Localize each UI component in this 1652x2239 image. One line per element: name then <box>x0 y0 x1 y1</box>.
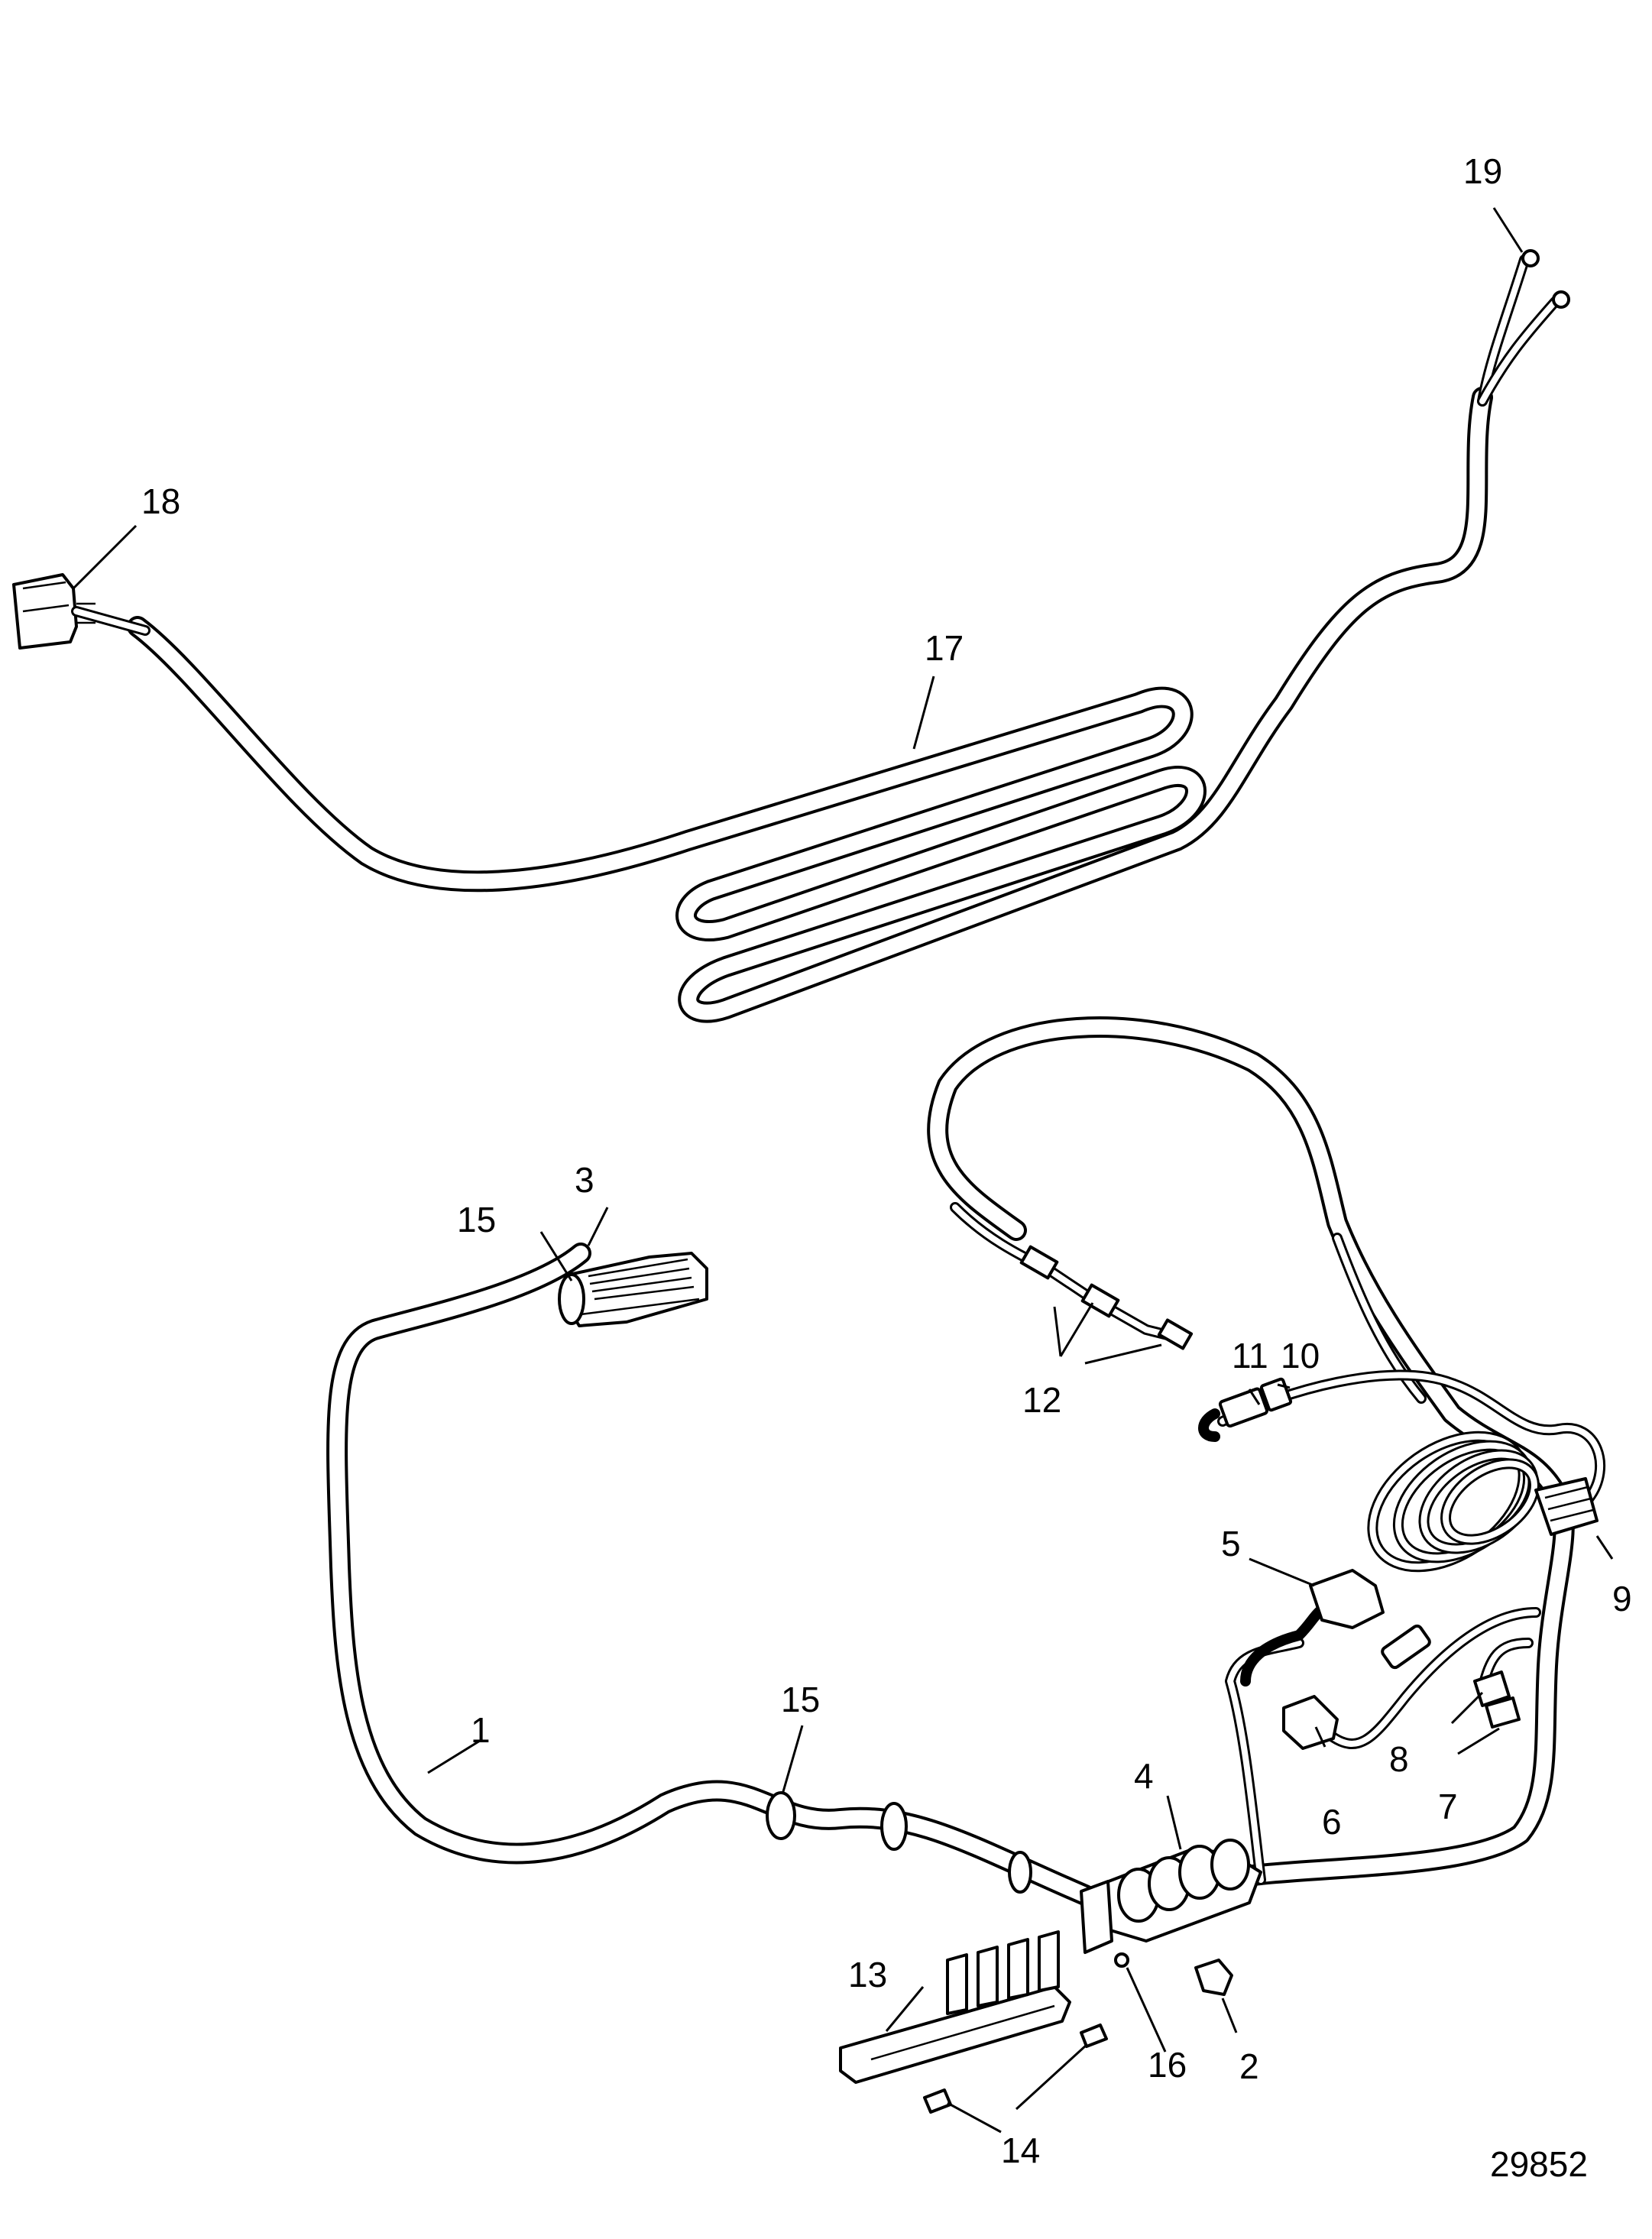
callout-7: 7 <box>1438 1787 1458 1826</box>
upper-harness-cable <box>127 387 1493 1023</box>
screw-16 <box>1114 1952 1129 1968</box>
callout-10: 10 <box>1281 1336 1320 1375</box>
callout-19: 19 <box>1463 151 1502 191</box>
screw-14 <box>923 2024 1108 2114</box>
retaining-ring <box>558 1273 585 1325</box>
callout-14: 14 <box>1001 2130 1040 2170</box>
callout-13: 13 <box>848 1955 887 1994</box>
callout-9: 9 <box>1612 1579 1632 1618</box>
inline-fuse-holder <box>1381 1624 1431 1670</box>
callout-18: 18 <box>141 481 180 521</box>
retaining-ring <box>1008 1851 1032 1894</box>
callout-2: 2 <box>1239 2046 1259 2086</box>
retaining-ring <box>766 1791 796 1840</box>
callout-1: 1 <box>471 1710 491 1750</box>
sensor-pigtail-wire <box>1217 1369 1606 1503</box>
retaining-ring <box>880 1802 908 1851</box>
connector-5 <box>1240 1569 1385 1687</box>
ecm-connector <box>564 1252 708 1327</box>
callout-3: 3 <box>575 1160 594 1200</box>
figure-number: 29852 <box>1490 2144 1588 2184</box>
callout-17: 17 <box>925 628 964 668</box>
callout-4: 4 <box>1134 1756 1154 1796</box>
inline-connectors <box>950 1202 1194 1350</box>
callout-15: 15 <box>457 1200 496 1239</box>
callout-16: 16 <box>1148 2045 1187 2085</box>
harness-connector-18 <box>12 573 151 650</box>
callout-15: 15 <box>781 1680 820 1719</box>
coiled-wire <box>1367 1431 1540 1573</box>
connector-8 <box>1473 1670 1511 1707</box>
callout-8: 8 <box>1389 1739 1409 1779</box>
mounting-bracket <box>839 1930 1071 2084</box>
callout-5: 5 <box>1221 1524 1241 1563</box>
relay-block <box>1091 1839 1262 1943</box>
leader-lines <box>72 207 1614 2134</box>
upper-loop-cable <box>927 1016 1569 1508</box>
fuse-2 <box>1194 1959 1233 1996</box>
ring-terminal-wires <box>1477 254 1560 407</box>
callout-11: 11 <box>1232 1336 1268 1375</box>
main-harness-cable <box>326 1243 1575 1906</box>
ring-terminal <box>1521 249 1570 309</box>
callout-6: 6 <box>1322 1802 1342 1842</box>
connector-7 <box>1485 1696 1521 1729</box>
mounting-plate <box>1080 1880 1113 1954</box>
connector-6 <box>1282 1695 1339 1750</box>
callout-12: 12 <box>1022 1380 1061 1420</box>
sensor-connector <box>1198 1377 1293 1442</box>
harness-connector-9 <box>1534 1477 1599 1536</box>
